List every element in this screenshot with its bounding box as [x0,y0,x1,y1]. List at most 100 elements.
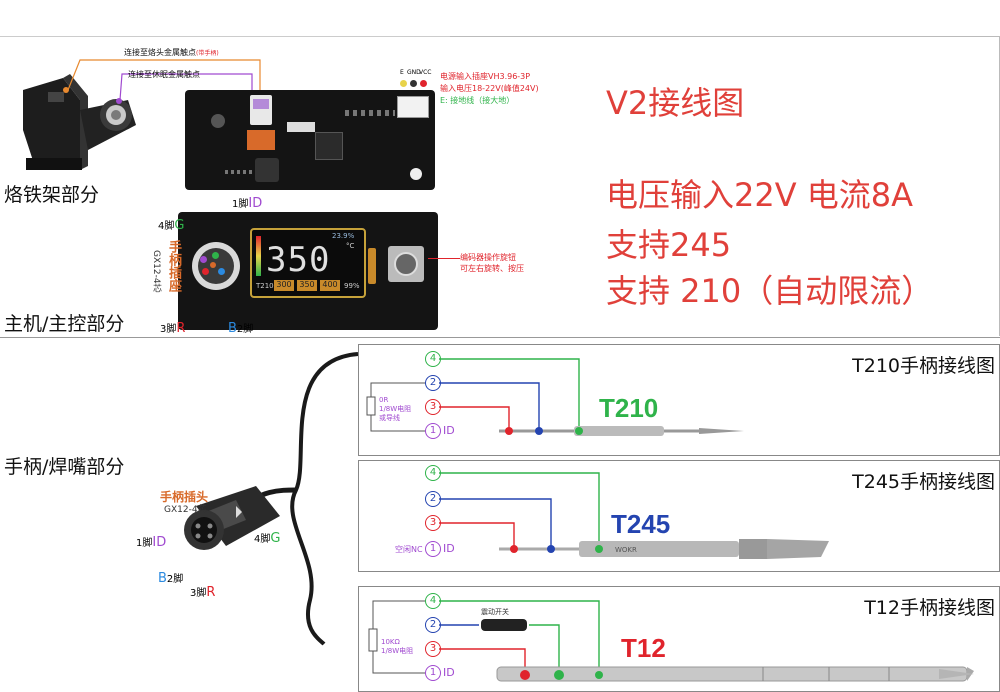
encoder-knob [394,252,418,276]
socket-title: 手柄插座 [166,240,181,292]
pcb-pad-orange [247,130,275,150]
socket-pin4-label: 4脚G [158,218,185,233]
host-section-label: 主机/主控部分 [4,313,125,335]
socket-pin-b [218,268,225,275]
encoder-pointer [428,258,460,259]
power-note-2: 输入电压18-22V(峰值24V) [440,84,539,93]
t210-pin1-name: ID [443,424,455,437]
socket-pin-id [200,256,207,263]
socket-pin3-label: 3脚R [160,321,186,336]
lcd-unit: °C [346,242,355,250]
t12-wiring-svg [368,600,974,682]
link-head-note: 连接至烙头金属触点(带手柄) [124,48,219,57]
t245-pin4: 4 [425,465,441,481]
t12-pin3: 3 [425,641,441,657]
power-pin-e-dot [400,80,407,87]
t210-pin3: 3 [425,399,441,415]
t210-tip-label: T210 [599,393,659,423]
power-note-1: 电源输入插座VH3.96-3P [440,72,531,81]
t210-resistor-note-3: 或导线 [379,414,400,422]
t245-wiring-svg [439,472,829,559]
holder-link-lines [67,59,261,101]
pcb-ribbon-connector [287,122,315,132]
support-245: 支持245 [606,226,732,264]
t245-pin1-name: ID [443,542,455,555]
socket-pin2-label: B2脚 [228,321,254,336]
handle-plug-illustration [184,486,280,550]
pcb-inductor [255,158,279,182]
display-pcb-board: 350 °C 23.9% T210 300 350 400 99% [178,212,438,330]
t210-pin4: 4 [425,351,441,367]
socket-pin-g [212,252,219,259]
separator-right-top [450,36,1000,37]
pcb-mcu-chip [315,132,343,160]
pcb-connector-purple [253,99,269,109]
lcd-preset-1: 300 [274,280,294,291]
power-pin-gnd-dot [410,80,417,87]
t12-resistor-note-2: 1/8W电阻 [381,647,414,655]
plug-title: 手柄插头 [160,490,209,504]
socket-pin-center [210,262,216,268]
t12-switch-label: 震动开关 [481,608,509,616]
plug-pin3-label: 3脚R [190,585,216,600]
socket-model: GX12-4芯 [151,250,161,293]
lcd-tip-model: T210 [256,282,274,290]
separator-mid [0,337,1000,338]
plug-pin4-label: 4脚G [254,531,281,546]
plug-model: GX12-4芯 [164,505,207,515]
lcd-side-bar [256,236,261,276]
t245-tip-label: T245 [611,509,671,539]
lcd-preset-2: 350 [297,280,317,291]
t210-pin2: 2 [425,375,441,391]
power-connector [397,96,429,118]
main-pcb-board [185,90,435,190]
power-pin-e-label: E [400,69,404,76]
t12-tip-label: T12 [621,633,666,663]
encoder-note-1: 编码器操作旋钮 [460,253,516,262]
t245-pin2: 2 [425,491,441,507]
pcb-mounting-hole [410,168,422,180]
t245-pin1: 1 [425,541,441,557]
link-holder-note: 连接至休眠金属触点 [128,70,200,79]
t12-pin2: 2 [425,617,441,633]
power-pin-vcc-label: VCC [419,69,432,76]
t12-panel-header: T12手柄接线图 [864,597,995,619]
t210-panel-header: T210手柄接线图 [852,355,995,377]
power-pin-vcc-dot [420,80,427,87]
lcd-right-cap [368,248,376,284]
socket-pin-r [202,268,209,275]
t12-pin1-name: ID [443,666,455,679]
t12-pin4: 4 [425,593,441,609]
lcd-percent: 23.9% [332,232,355,240]
t245-nc-label: 空闲NC [395,545,423,554]
t210-pin1: 1 [425,423,441,439]
socket-pin1-label: 1脚ID [232,196,263,211]
t12-wiring-panel: T12手柄接线图 4 2 3 1 ID 10KΩ 1/8W电阻 震动开关 T12 [358,586,1000,692]
lcd-screen: 350 °C 23.9% T210 300 350 400 99% [250,228,366,298]
t12-resistor-note-1: 10KΩ [381,638,400,646]
t245-panel-header: T245手柄接线图 [852,471,995,493]
holder-section-label: 烙铁架部分 [4,184,100,206]
t210-wiring-panel: T210手柄接线图 4 2 3 1 ID 0R 1/8W电阻 或导线 T210 [358,344,1000,456]
pcb-capacitor [211,114,225,128]
t245-pin3: 3 [425,515,441,531]
t210-resistor-note-2: 1/8W电阻 [379,405,412,413]
lcd-power-pct: 99% [344,282,360,290]
spec-line: 电压输入22V 电流8A [606,176,914,214]
power-pin-gnd-label: GND [407,69,421,76]
lcd-temp: 350 [266,240,331,280]
handle-section-label: 手柄/焊嘴部分 [4,456,125,478]
power-note-3: E: 接地线（接大地） [440,96,515,105]
t245-brand: WOKR [615,546,637,554]
iron-holder-illustration [23,74,136,170]
encoder-note-2: 可左右旋转、按压 [460,264,524,273]
plug-pin2-label: B2脚 [158,571,184,586]
t245-wiring-panel: T245手柄接线图 4 2 3 1 ID 空闲NC WOKR T245 [358,460,1000,572]
lcd-preset-3: 400 [320,280,340,291]
plug-pin1-label: 1脚ID [136,535,167,550]
t210-resistor-note-1: 0R [379,396,389,404]
t210-wiring-svg [366,358,744,436]
diagram-title: V2接线图 [606,84,745,122]
pcb-small-parts [345,110,395,116]
pcb-small-parts-2 [225,170,255,174]
